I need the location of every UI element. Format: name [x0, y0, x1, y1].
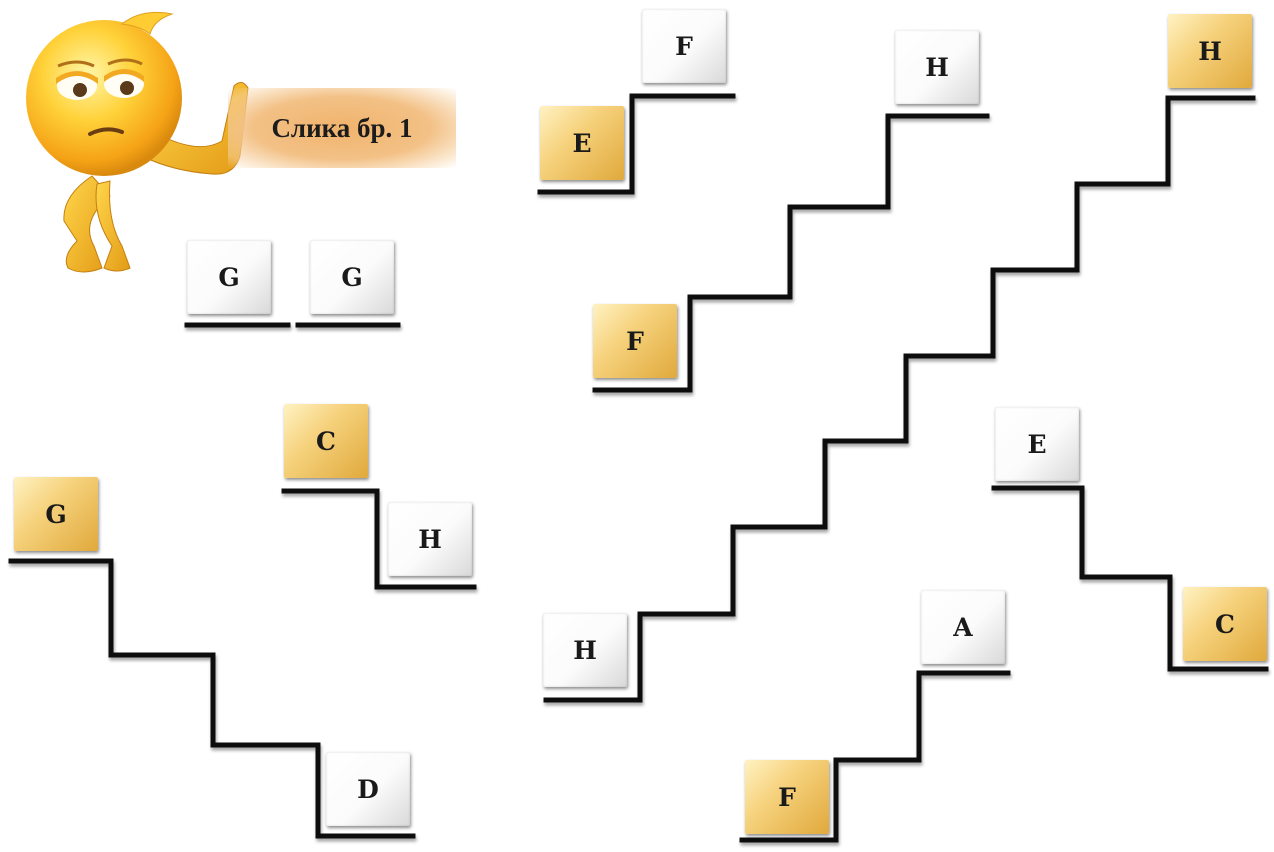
letter-card[interactable]: D — [326, 752, 410, 826]
bored-emoji-icon — [22, 6, 252, 276]
letter-card[interactable]: C — [284, 404, 368, 478]
letter-card[interactable]: F — [593, 304, 677, 378]
letter-card[interactable]: G — [14, 477, 98, 551]
letter-card[interactable]: G — [310, 240, 394, 314]
letter-card[interactable]: H — [895, 30, 979, 104]
letter-card[interactable]: C — [1183, 587, 1267, 661]
figure-label: Слика бр. 1 — [228, 88, 456, 168]
letter-card[interactable]: F — [642, 9, 726, 83]
letter-card[interactable]: H — [388, 502, 472, 576]
letter-card[interactable]: H — [543, 613, 627, 687]
letter-card[interactable]: A — [921, 590, 1005, 664]
letter-card[interactable]: E — [995, 407, 1079, 481]
letter-card[interactable]: F — [745, 760, 829, 834]
stair-h-h — [546, 98, 1253, 700]
letter-card[interactable]: E — [540, 106, 624, 180]
letter-card[interactable]: H — [1168, 14, 1252, 88]
letter-card[interactable]: G — [187, 240, 271, 314]
